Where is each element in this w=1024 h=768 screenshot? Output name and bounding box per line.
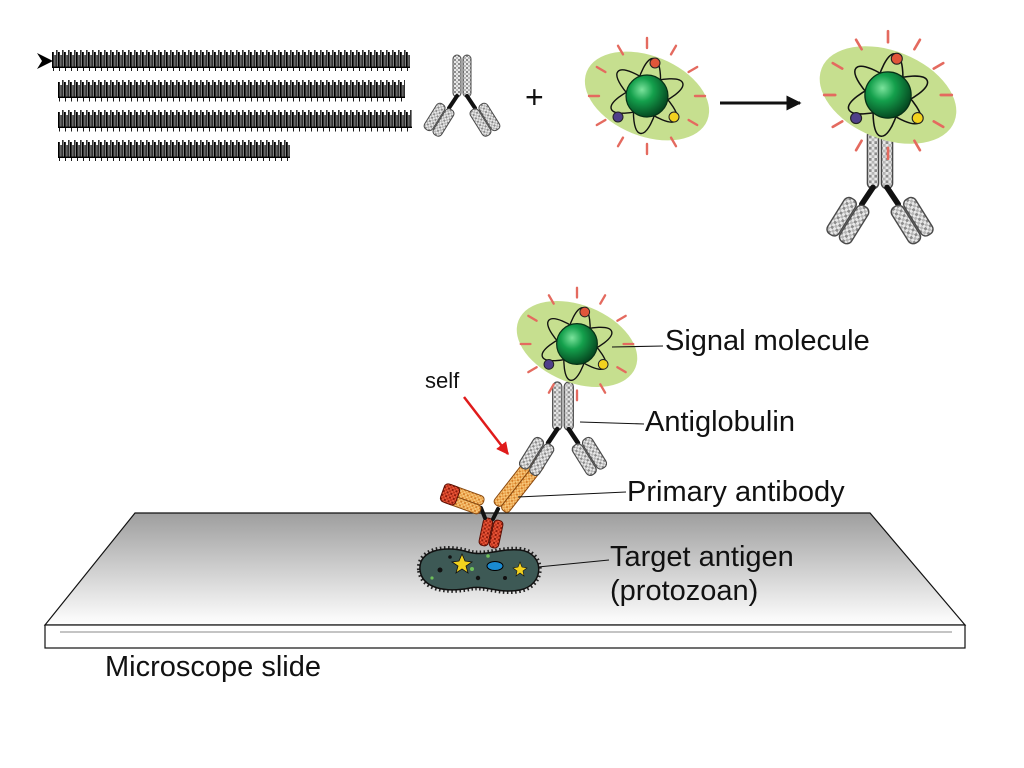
- label-microscope-slide: Microscope slide: [105, 651, 321, 683]
- illegible-text-line: [58, 80, 405, 102]
- label-primary-antibody: Primary antibody: [627, 476, 845, 508]
- label-target-antigen: Target antigen: [610, 541, 794, 573]
- primary-antibody-arm-left: [439, 483, 485, 515]
- microscope-slide-edge: [44, 624, 966, 649]
- protozoan-organelle-star: [450, 552, 474, 574]
- label-signal-molecule: Signal molecule: [665, 325, 870, 357]
- primary-antibody-stem: [478, 517, 504, 549]
- label-antiglobulin: Antiglobulin: [645, 406, 795, 438]
- antiglobulin-unlabeled: [420, 53, 504, 140]
- signal-molecule-free: [570, 33, 724, 159]
- protozoan: [416, 546, 542, 594]
- illegible-text-line: [58, 140, 290, 161]
- plus-sign: +: [525, 79, 544, 115]
- leader-line-signal-molecule: [611, 345, 664, 348]
- self-arrow: [463, 396, 509, 455]
- protozoan-nucleus: [486, 561, 504, 571]
- illegible-text-line: [58, 110, 412, 132]
- labeled-antiglobulin-conjugate: [803, 26, 973, 245]
- leader-line-target-antigen: [537, 559, 610, 568]
- antiglobulin: [518, 382, 609, 477]
- illegible-text-line: [52, 50, 410, 71]
- leader-line-antiglobulin: [579, 421, 645, 425]
- label-target-antigen-note: (protozoan): [610, 575, 758, 607]
- signal-molecule: [502, 283, 652, 405]
- bullet-arrow-icon: [37, 53, 53, 69]
- self-label: self: [425, 368, 460, 393]
- illegible-text-block: [37, 50, 412, 161]
- leader-line-primary-antibody: [517, 491, 627, 498]
